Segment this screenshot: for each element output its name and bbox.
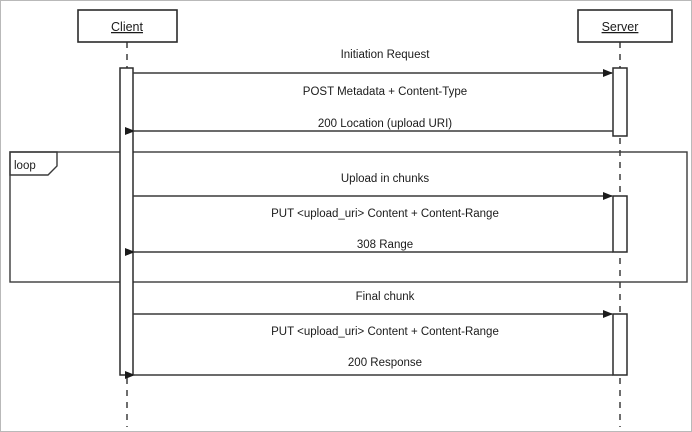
loop-fragment-label: loop — [14, 160, 36, 172]
activation-bar-client — [119, 67, 134, 376]
section-header-initiation: Initiation Request — [341, 49, 431, 61]
activation-bar-server-final — [612, 313, 628, 376]
message-label-post-metadata: POST Metadata + Content-Type — [303, 86, 467, 98]
loop-fragment-box — [9, 151, 688, 283]
activation-bar-server-chunk — [612, 195, 628, 253]
actor-box-client[interactable] — [77, 9, 178, 43]
activation-bar-server-initiation — [612, 67, 628, 137]
message-label-200-response: 200 Response — [348, 357, 422, 369]
loop-fragment-tab — [9, 151, 58, 176]
actor-box-server[interactable] — [577, 9, 673, 43]
message-label-put-chunk: PUT <upload_uri> Content + Content-Range — [271, 208, 499, 220]
message-label-308-range: 308 Range — [357, 239, 413, 251]
section-header-upload-chunks: Upload in chunks — [341, 173, 429, 185]
actor-label-server: Server — [602, 20, 639, 34]
actor-label-client: Client — [111, 20, 143, 34]
message-label-200-location: 200 Location (upload URI) — [318, 118, 452, 130]
message-label-put-final: PUT <upload_uri> Content + Content-Range — [271, 326, 499, 338]
section-header-final-chunk: Final chunk — [356, 291, 415, 303]
